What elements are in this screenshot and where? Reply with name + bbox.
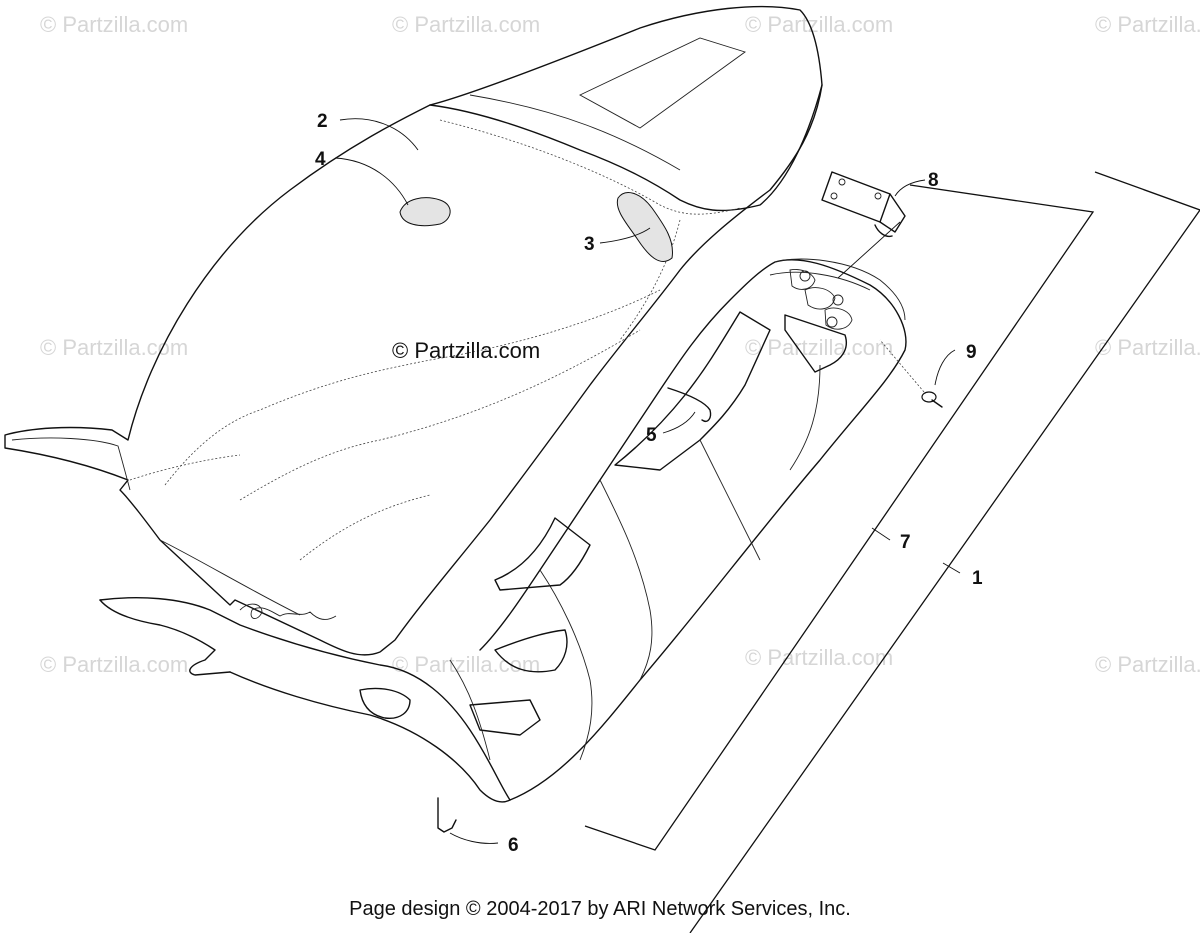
watermark: © Partzilla.com (1095, 12, 1200, 37)
bracket-plate (821, 171, 906, 238)
watermark: © Partzilla.com (745, 335, 893, 360)
seat-base (99, 258, 907, 803)
callout-7: 7 (900, 532, 911, 553)
leader-lines (334, 118, 956, 844)
hook-strap (667, 387, 712, 422)
watermark: © Partzilla.com (745, 645, 893, 670)
watermark-grid: © Partzilla.com © Partzilla.com © Partzi… (40, 12, 1200, 677)
callout-8: 8 (928, 170, 939, 191)
center-watermark: © Partzilla.com (392, 338, 540, 363)
watermark: © Partzilla.com (392, 652, 540, 677)
callout-2: 2 (317, 111, 328, 132)
callout-6: 6 (508, 835, 519, 856)
foam-strip (616, 192, 673, 263)
callout-1: 1 (972, 568, 983, 589)
callout-9: 9 (966, 342, 977, 363)
callout-5: 5 (646, 425, 657, 446)
callout-labels: 2 4 3 5 6 7 8 9 1 (315, 111, 983, 856)
assembly-brackets (584, 171, 1200, 934)
copyright-footer: Page design © 2004-2017 by ARI Network S… (349, 898, 851, 920)
watermark: © Partzilla.com (40, 12, 188, 37)
clip (437, 797, 457, 833)
seat-cover (4, 5, 823, 656)
watermark: © Partzilla.com (392, 12, 540, 37)
watermark: © Partzilla.com (40, 335, 188, 360)
watermark: © Partzilla.com (40, 652, 188, 677)
watermark: © Partzilla.com (1095, 652, 1200, 677)
foam-patch (399, 197, 451, 227)
callout-4: 4 (315, 149, 326, 170)
watermark: © Partzilla.com (1095, 335, 1200, 360)
push-rivet (879, 339, 943, 408)
watermark: © Partzilla.com (745, 12, 893, 37)
callout-3: 3 (584, 234, 595, 255)
